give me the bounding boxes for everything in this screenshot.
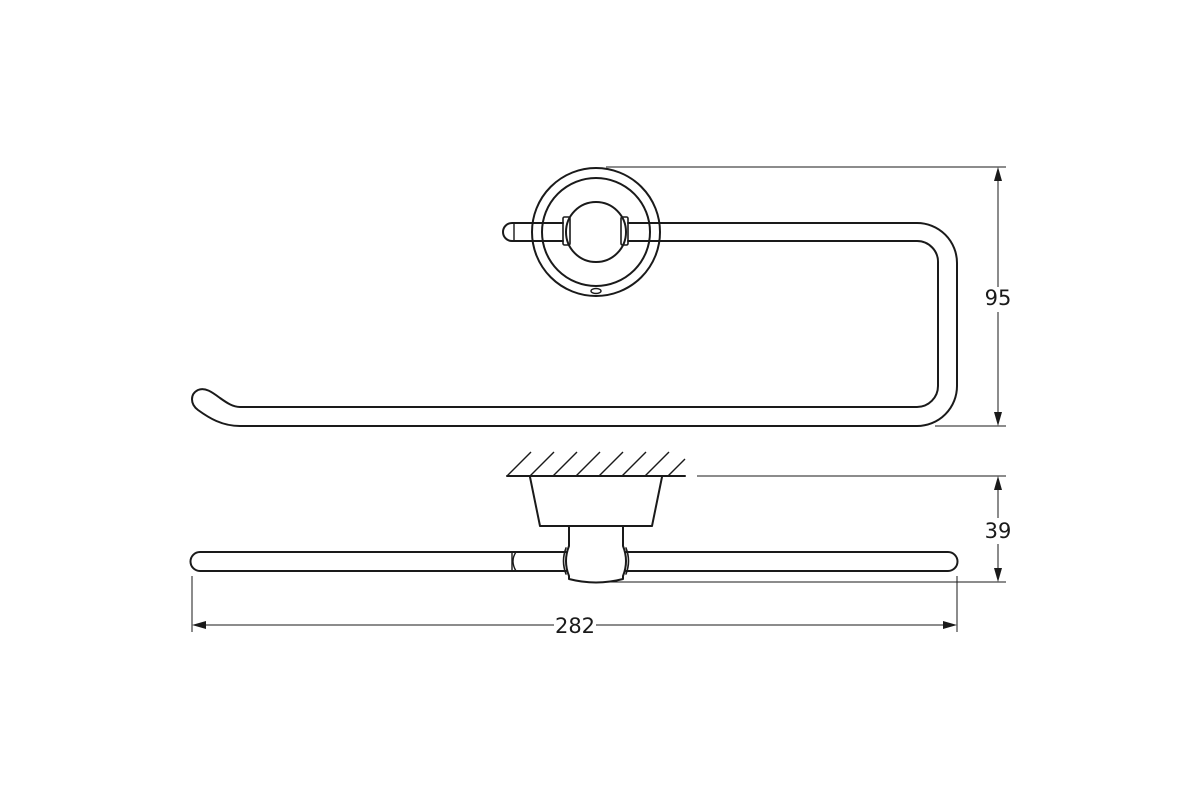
bar-joint-curve xyxy=(512,551,517,572)
rosette-hub xyxy=(565,201,627,263)
hub-body xyxy=(565,525,627,584)
stub-arm xyxy=(502,222,564,242)
rosette-outer-ring xyxy=(531,167,661,297)
dimension-depth: 39 xyxy=(600,475,1012,583)
bar-top-view-right xyxy=(625,551,959,572)
left-collar xyxy=(562,216,571,246)
hub-left-collar xyxy=(562,547,567,575)
top-view xyxy=(189,451,959,584)
dimension-height: 95 xyxy=(606,166,1012,427)
front-view xyxy=(191,167,958,427)
bar-top-view xyxy=(189,551,567,572)
dimension-height-label: 95 xyxy=(985,286,1012,310)
dimension-width: 282 xyxy=(191,576,958,638)
set-screw-hole xyxy=(590,287,602,295)
right-collar xyxy=(620,216,629,246)
main-bar-outer xyxy=(191,222,958,427)
mounting-base xyxy=(529,476,663,527)
rosette-inner-ring xyxy=(541,177,651,287)
hub-right-collar xyxy=(625,547,630,575)
dimension-width-label: 282 xyxy=(555,614,595,638)
dimension-depth-label: 39 xyxy=(985,519,1012,543)
wall-hatching xyxy=(506,451,686,477)
